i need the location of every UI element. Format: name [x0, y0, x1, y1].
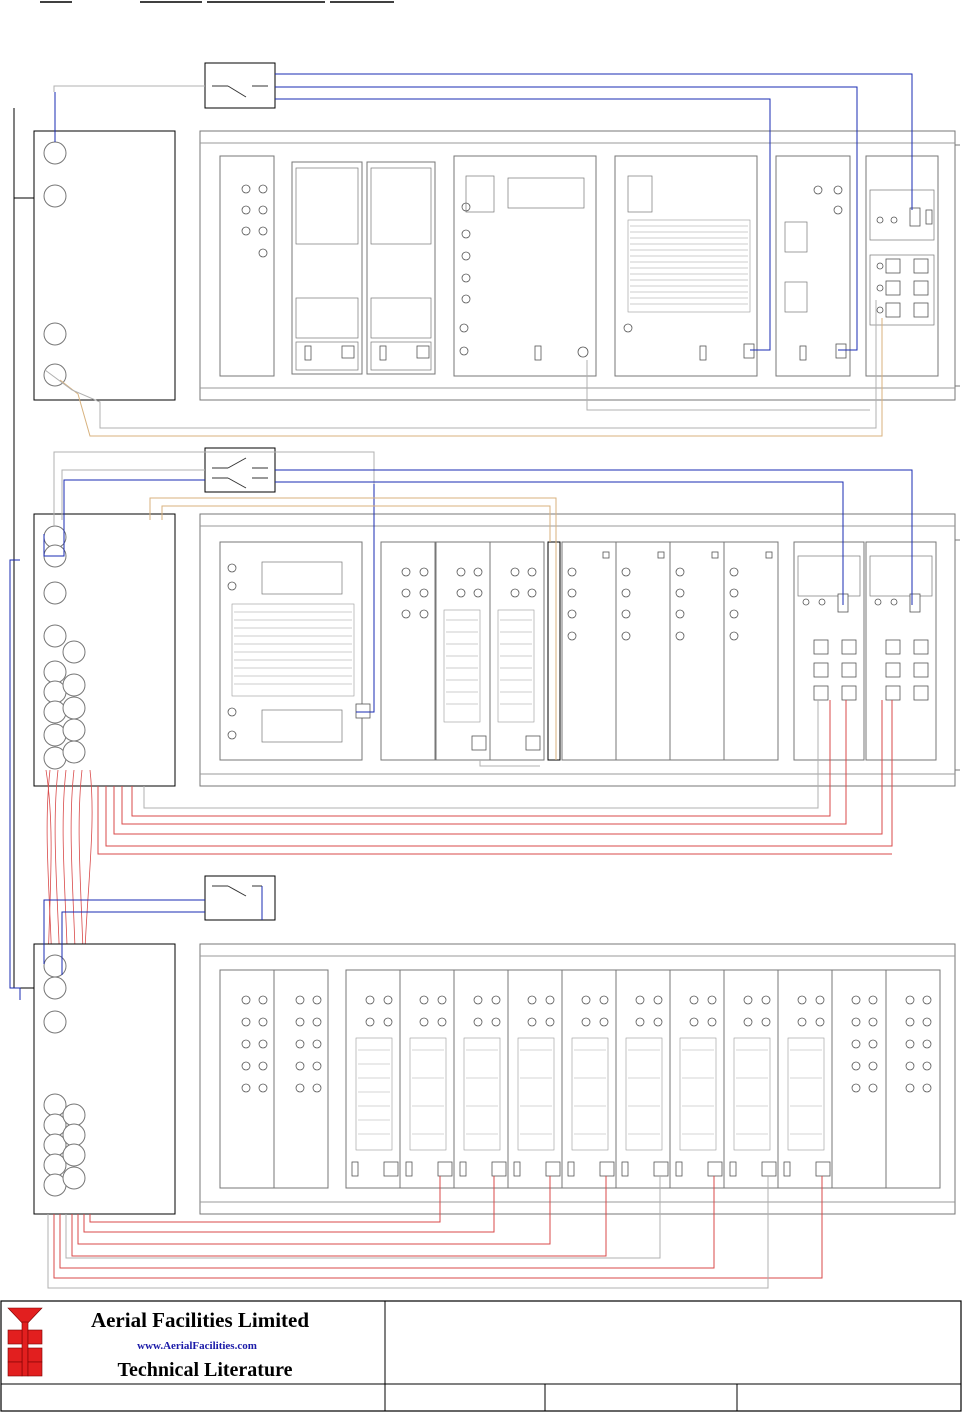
unit-box-1	[33, 130, 176, 401]
connector-icon	[43, 525, 86, 770]
wiring-diagram	[9, 1, 960, 1289]
port-blocks-2	[355, 551, 929, 751]
section-3	[33, 875, 956, 1289]
title-block: Aerial Facilities Limited www.AerialFaci…	[0, 1300, 962, 1412]
fan-grill	[231, 603, 535, 723]
switch-icon	[212, 885, 262, 897]
module-sockets-3	[241, 995, 932, 1093]
wires-1	[44, 73, 913, 437]
section-2	[9, 447, 960, 1000]
port-blocks-3	[351, 1161, 831, 1177]
company-name: Aerial Facilities Limited	[91, 1308, 309, 1332]
switch-icon	[212, 85, 268, 98]
module-sockets-2	[227, 563, 898, 740]
company-website: www.AerialFacilities.com	[137, 1340, 257, 1352]
connector-icon	[43, 954, 86, 1197]
switch-icon	[212, 457, 268, 489]
module-sockets-1	[241, 184, 898, 358]
module-details-2	[261, 555, 933, 743]
logo-icon	[7, 1307, 43, 1377]
section-1	[33, 62, 960, 437]
trunk-line	[13, 108, 34, 989]
fan-slats	[358, 1049, 822, 1135]
wires-2	[9, 451, 913, 1000]
switch-box-2	[204, 447, 276, 493]
document-subtitle: Technical Literature	[118, 1359, 293, 1381]
fan-grill	[355, 1037, 825, 1151]
switch-box-3	[204, 875, 276, 921]
port-blocks-1	[304, 207, 933, 361]
wires-3	[43, 878, 823, 1289]
fan-grill	[627, 219, 751, 313]
